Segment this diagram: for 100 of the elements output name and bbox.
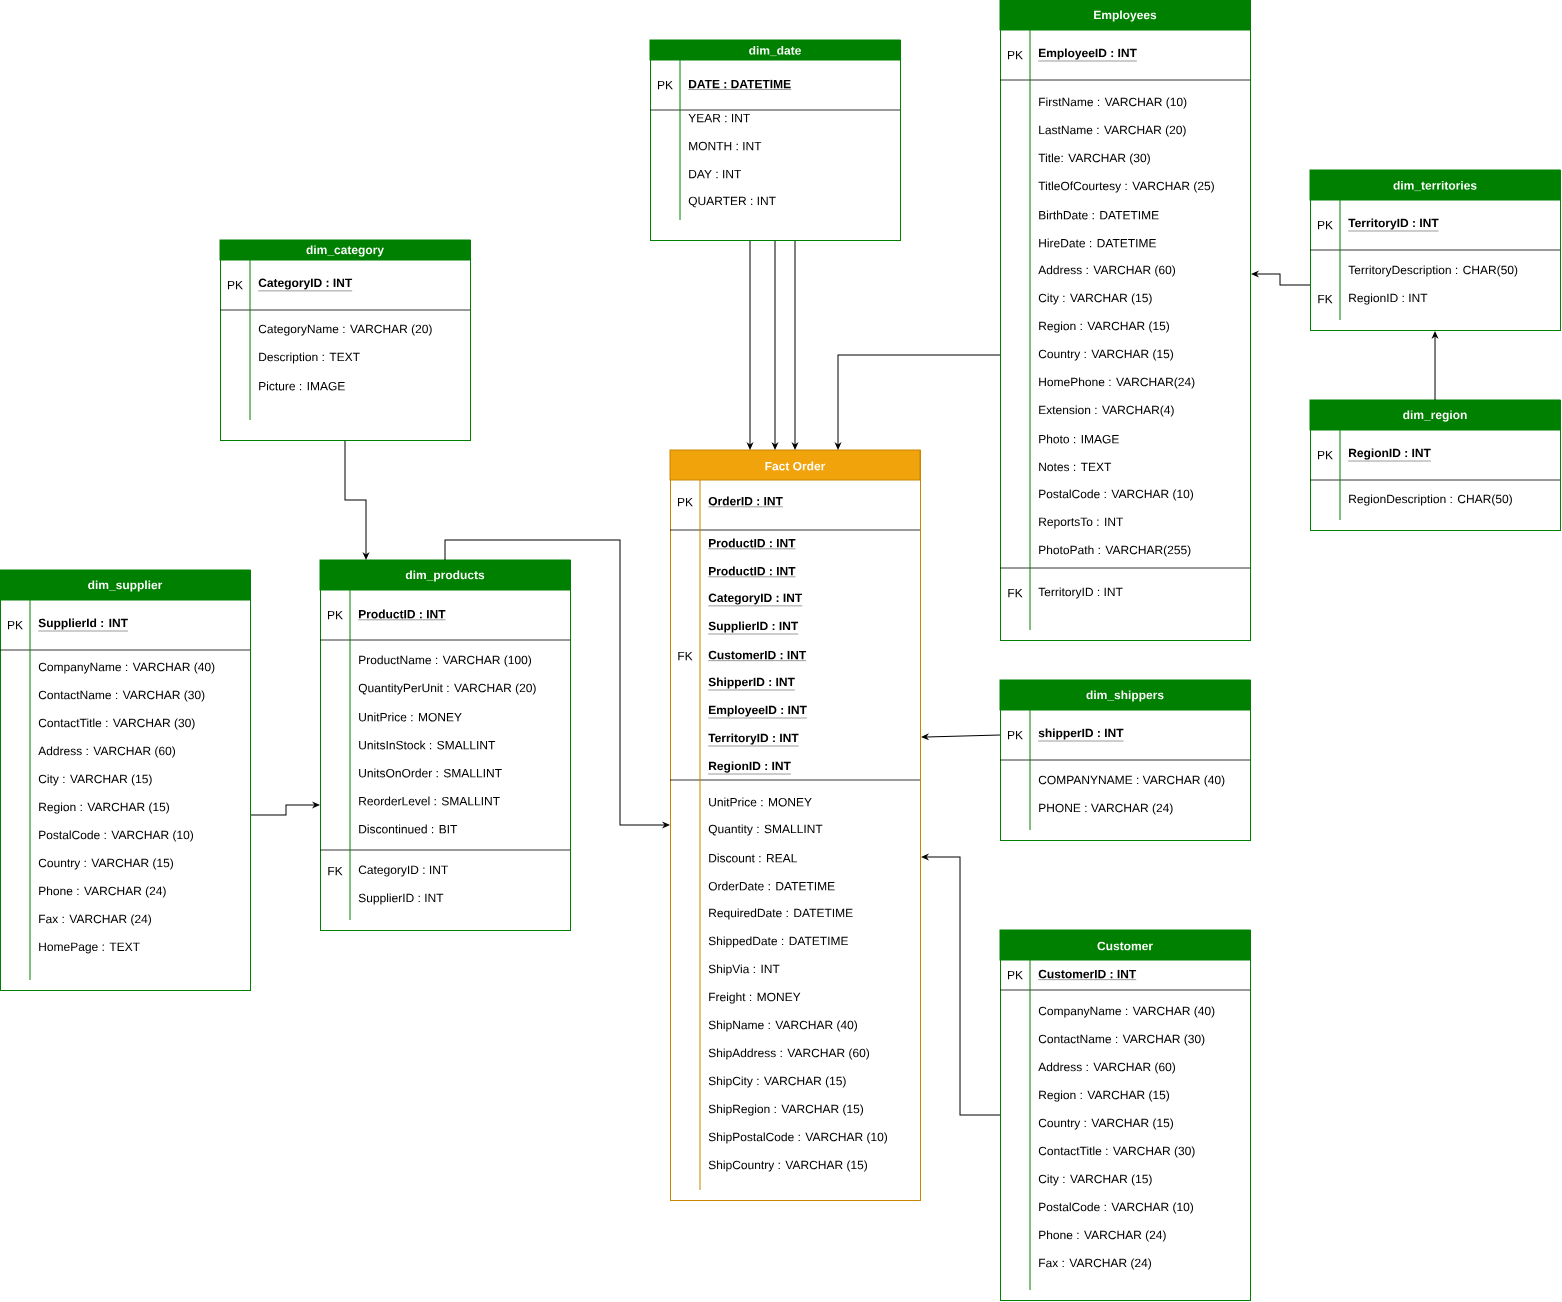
table-title: dim_supplier [88,580,163,592]
column: CategoryID : INT [358,865,448,877]
column: QUARTER : INT [688,196,776,208]
key-column: CustomerID : INT [708,650,807,661]
entity-table [1309,169,1561,331]
relationship-arrow [444,539,670,828]
relationship-arrow [835,354,1001,450]
key-column: ShipperID : INT [708,677,796,691]
column: LastName : VARCHAR (20) [1039,125,1186,137]
column: Phone : VARCHAR (24) [1039,1230,1166,1242]
column: PostalCode : VARCHAR (10) [39,830,194,842]
table-title: Fact Order [765,461,826,471]
column: CompanyName : VARCHAR (40) [1038,1006,1215,1018]
column: City : VARCHAR (15) [1038,1174,1152,1186]
column: Notes : TEXT [1039,462,1112,472]
relationship-arrow [792,240,798,450]
key-label: FK [678,651,693,661]
column: DAY : INT [689,169,742,179]
column: Fax : VARCHAR (24) [39,914,151,926]
column: ReorderLevel : SMALLINT [359,796,500,806]
entity-table [219,239,471,441]
key-label: FK [1008,588,1023,598]
column: ShipCountry : VARCHAR (15) [708,1160,868,1172]
key-label: PK [1318,220,1333,230]
column: SupplierID : INT [358,893,444,905]
key-label: PK [1008,970,1023,980]
relationship-arrow [772,240,778,450]
column: ShipPostalCode : VARCHAR (10) [708,1132,888,1144]
column: ShipVia : INT [708,964,780,976]
key-column: ProductID : INT [708,538,796,549]
key-label: PK [8,620,23,630]
key-column: RegionID : INT [1348,448,1432,462]
entity-table [649,39,901,241]
column: Region : VARCHAR (15) [1039,321,1170,333]
key-column: TerritoryID : INT [1348,218,1439,232]
column: RequiredDate : DATETIME [709,908,853,920]
column: Extension : VARCHAR(4) [1039,405,1174,417]
column: TitleOfCourtesy : VARCHAR (25) [1038,181,1214,193]
key-column: RegionID : INT [708,761,792,775]
key-label: PK [678,497,693,507]
key-column: shipperID : INT [1038,728,1124,742]
key-column: OrderID : INT [708,496,784,507]
column: UnitsOnOrder : SMALLINT [359,768,502,778]
column: Freight : MONEY [709,992,801,1004]
key-column: CustomerID : INT [1038,969,1137,980]
column: Address : VARCHAR (60) [38,746,175,758]
column: ShipAddress : VARCHAR (60) [708,1048,870,1060]
column: Region : VARCHAR (15) [39,802,169,814]
key-column: TerritoryID : INT [708,733,799,747]
entity-table [999,0,1251,641]
entity-table [669,449,921,1201]
key-label: PK [1008,730,1023,740]
column: TerritoryID : INT [1038,587,1123,599]
key-column: SupplierID : INT [708,621,799,635]
key-label: FK [328,866,343,876]
column: TerritoryDescription : CHAR(50) [1348,265,1518,277]
relationship-arrow [747,240,753,450]
column: ContactTitle : VARCHAR (30) [38,718,195,730]
column: ShipName : VARCHAR (40) [708,1020,858,1032]
column: ReportsTo : INT [1039,517,1124,529]
column: Photo : IMAGE [1039,434,1119,444]
column: CategoryName : VARCHAR (20) [258,324,432,336]
relationship-arrow [344,440,369,560]
column: CompanyName : VARCHAR (40) [38,662,215,674]
relationship-arrow [921,854,1001,1116]
column: YEAR : INT [688,113,750,123]
table-title: dim_territories [1393,180,1477,192]
table-title: dim_region [1403,410,1467,422]
relationship-arrow [1432,331,1438,401]
relationship-arrow [250,802,320,816]
column: Region : VARCHAR (15) [1039,1090,1170,1102]
column: UnitPrice : MONEY [359,712,462,722]
column: RegionID : INT [1349,293,1428,305]
column: HireDate : DATETIME [1039,238,1156,248]
key-label: PK [658,80,673,90]
column: ShippedDate : DATETIME [708,936,848,948]
column: PhotoPath : VARCHAR(255) [1039,545,1191,557]
column: ShipCity : VARCHAR (15) [708,1076,846,1088]
column: HomePage : TEXT [39,942,140,954]
key-column: DATE : DATETIME [688,79,792,90]
key-column: SupplierId : INT [38,618,129,632]
column: Phone : VARCHAR (24) [39,886,166,898]
key-column: EmployeeID : INT [708,705,808,719]
column: ContactName : VARCHAR (30) [38,690,205,702]
table-title: dim_date [749,45,801,57]
column: Picture : IMAGE [259,381,345,391]
column: City : VARCHAR (15) [1038,293,1152,305]
key-column: ProductID : INT [358,609,446,621]
key-label: PK [1318,450,1333,460]
column: COMPANYNAME : VARCHAR (40) [1038,775,1225,787]
table-title: dim_category [306,245,384,257]
key-column: CategoryID : INT [708,593,803,607]
column: OrderDate : DATETIME [708,881,835,891]
column: PostalCode : VARCHAR (10) [1039,1202,1194,1214]
key-label: PK [328,610,343,620]
column: Address : VARCHAR (60) [1038,1062,1176,1074]
column: City : VARCHAR (15) [38,774,152,786]
column: FirstName : VARCHAR (10) [1039,97,1187,109]
table-title: Employees [1094,10,1157,22]
column: Discount : REAL [709,853,797,863]
